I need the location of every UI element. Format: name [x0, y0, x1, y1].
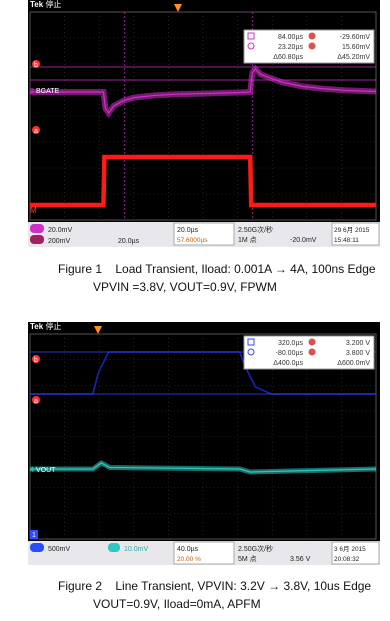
timebase-box — [173, 222, 235, 246]
channel-b-icon — [308, 42, 316, 50]
cursor-circle-icon — [247, 42, 255, 50]
status-label: 停止 — [45, 0, 62, 9]
date: 29 6月 2015 — [334, 226, 370, 234]
channel-a-marker — [32, 126, 40, 134]
ch2-scale: 10.0mV — [124, 546, 148, 553]
date: 3 6月 2015 — [334, 545, 366, 553]
trigger-pos: 20.00 % — [177, 556, 201, 563]
cursor-r2-left: -80.00µs — [276, 350, 304, 357]
status-label: 停止 — [45, 322, 62, 331]
channel-b-marker — [32, 355, 40, 363]
time: 15:48:11 — [334, 237, 359, 244]
cursor-r3-left: Δ400.0µs — [273, 360, 303, 367]
ch1-badge — [30, 543, 44, 552]
timebase-box — [173, 541, 235, 565]
ch2-badge — [108, 543, 120, 552]
trigger-position-icon — [94, 326, 102, 334]
trigger-pos: 57.6000µs — [177, 237, 208, 244]
figure-2-caption-line2: VOUT=0.9V, Iload=0mA, APFM — [93, 597, 261, 611]
channel-a-marker — [32, 396, 40, 404]
cursor-r1-right: 3.200 V — [346, 340, 370, 347]
series-vout-trace — [30, 462, 377, 473]
cursor-circle-icon — [247, 348, 255, 356]
figure-2-caption-line1: Line Transient, VPVIN: 3.2V → 3.8V, 10us… — [115, 579, 372, 593]
cursor-r1-right: -29.60mV — [340, 34, 371, 41]
cursor-square-icon — [247, 32, 255, 40]
trigger-level: -20.0mV — [290, 237, 317, 244]
channel-name: BGATE — [36, 88, 60, 95]
channel-number: 3 — [30, 88, 34, 95]
cursor-r3-right: Δ45.20mV — [337, 54, 370, 61]
ch1-marker-label: 1 — [32, 532, 36, 539]
ch1-marker — [30, 530, 38, 539]
figure-1-title: Figure 1 — [58, 262, 103, 276]
channel-a-label: a — [34, 128, 38, 135]
record-length: 5M 点 — [238, 555, 257, 563]
channel-number: 4 — [30, 467, 34, 474]
ch1-scale: 500mV — [48, 546, 71, 553]
brand-label: Tek — [30, 0, 44, 9]
cursor-r3-left: Δ60.80µs — [273, 54, 303, 61]
series-iload-trace — [30, 154, 376, 208]
series-vout-trace — [30, 67, 377, 114]
math-marker: M — [30, 206, 37, 215]
channel-b-icon — [308, 348, 316, 356]
timebase: 20.0µs — [177, 227, 199, 234]
figure-1-caption-line1: Load Transient, Iload: 0.001A → 4A, 100n… — [115, 262, 376, 276]
figure-2-title: Figure 2 — [58, 579, 103, 593]
sample-rate: 2.50G次/秒 — [238, 225, 273, 234]
cursor-r1-left: 84.00µs — [278, 34, 304, 41]
trigger-level: 3.56 V — [290, 556, 311, 563]
math-badge — [30, 235, 44, 244]
channel-b-label: b — [34, 357, 38, 364]
math-time: 20.0µs — [118, 238, 140, 245]
channel-a-icon — [308, 338, 316, 346]
cursor-r2-right: 3.800 V — [346, 350, 370, 357]
record-length: 1M 点 — [238, 236, 257, 244]
sample-rate: 2.50G次/秒 — [238, 544, 273, 553]
figure-1-caption: Figure 1 Load Transient, Iload: 0.001A →… — [58, 260, 376, 296]
channel-b-label: b — [34, 62, 38, 69]
ch1-badge — [30, 224, 44, 233]
brand-label: Tek — [30, 322, 44, 331]
channel-name: VOUT — [36, 467, 56, 474]
cursor-r1-left: 320.0µs — [278, 340, 304, 347]
cursor-r3-right: Δ600.0mV — [337, 360, 370, 367]
ch1-scale: 20.0mV — [48, 227, 72, 234]
math-scale: 200mV — [48, 238, 71, 245]
datetime-box — [331, 222, 380, 246]
channel-b-marker — [32, 60, 40, 68]
channel-a-label: a — [34, 398, 38, 405]
datetime-box — [331, 541, 380, 565]
figure-2-caption: Figure 2 Line Transient, VPVIN: 3.2V → 3… — [58, 577, 371, 613]
cursor-r2-right: 15.60mV — [342, 44, 370, 51]
channel-a-icon — [308, 32, 316, 40]
trigger-position-icon — [174, 4, 182, 12]
timebase: 40.0µs — [177, 546, 199, 553]
time: 20:08:32 — [334, 556, 360, 563]
figure-1-caption-line2: VPVIN =3.8V, VOUT=0.9V, FPWM — [93, 280, 277, 294]
cursor-r2-left: 23.20µs — [278, 44, 304, 51]
cursor-square-icon — [247, 338, 255, 346]
